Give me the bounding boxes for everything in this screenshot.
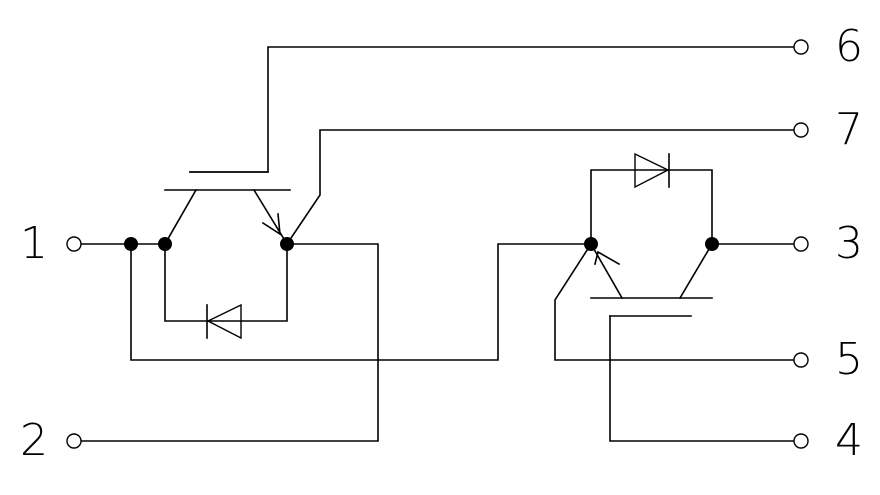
cross-link-wire [130,243,592,361]
terminal-3-label: 3 [835,218,863,269]
lower-collector-leg [678,242,714,300]
terminal-7-pin [793,122,809,138]
upper-diode-triangle [206,303,242,340]
gate-6-wire [189,46,795,173]
lower-diode-loop [590,169,713,245]
junction-dots [124,237,719,251]
terminal-2-wire [80,243,379,442]
junction-dot [584,237,598,251]
terminal-circles [66,39,809,449]
upper-diode-loop [164,243,288,322]
terminal-1-label: 1 [20,218,48,269]
terminal-5-label: 5 [835,334,863,385]
terminal-4-pin [793,433,809,449]
gate-4-wire [609,315,795,442]
lower-diode [590,152,713,245]
upper-diode [164,243,288,340]
upper-igbt [163,46,795,246]
terminal-3-pin [793,236,809,252]
lower-igbt [554,242,795,442]
terminal-2-label: 2 [20,415,48,466]
upper-collector-leg [163,188,198,246]
terminal-2-pin [66,433,82,449]
junction-dot [705,237,719,251]
terminal-1-pin [66,236,82,252]
terminal-6-pin [793,39,809,55]
junction-dot [280,237,294,251]
terminal-5-pin [793,352,809,368]
upper-emitter-leg [252,188,289,246]
aux-emitter-5-wire [554,242,795,361]
terminal-4-label: 4 [835,415,863,466]
junction-dot [158,237,172,251]
junction-dot [124,237,138,251]
terminal-1-net [80,243,592,361]
lower-emitter-leg [589,242,624,300]
lower-diode-triangle [634,152,670,189]
lower-emitter-arrow [594,250,621,266]
terminal-labels: 1 2 3 4 5 6 7 [20,21,863,466]
terminal-6-label: 6 [835,21,863,72]
upper-emitter-arrow [261,213,281,236]
terminal-7-label: 7 [835,104,863,155]
aux-emitter-7-wire [285,129,795,246]
